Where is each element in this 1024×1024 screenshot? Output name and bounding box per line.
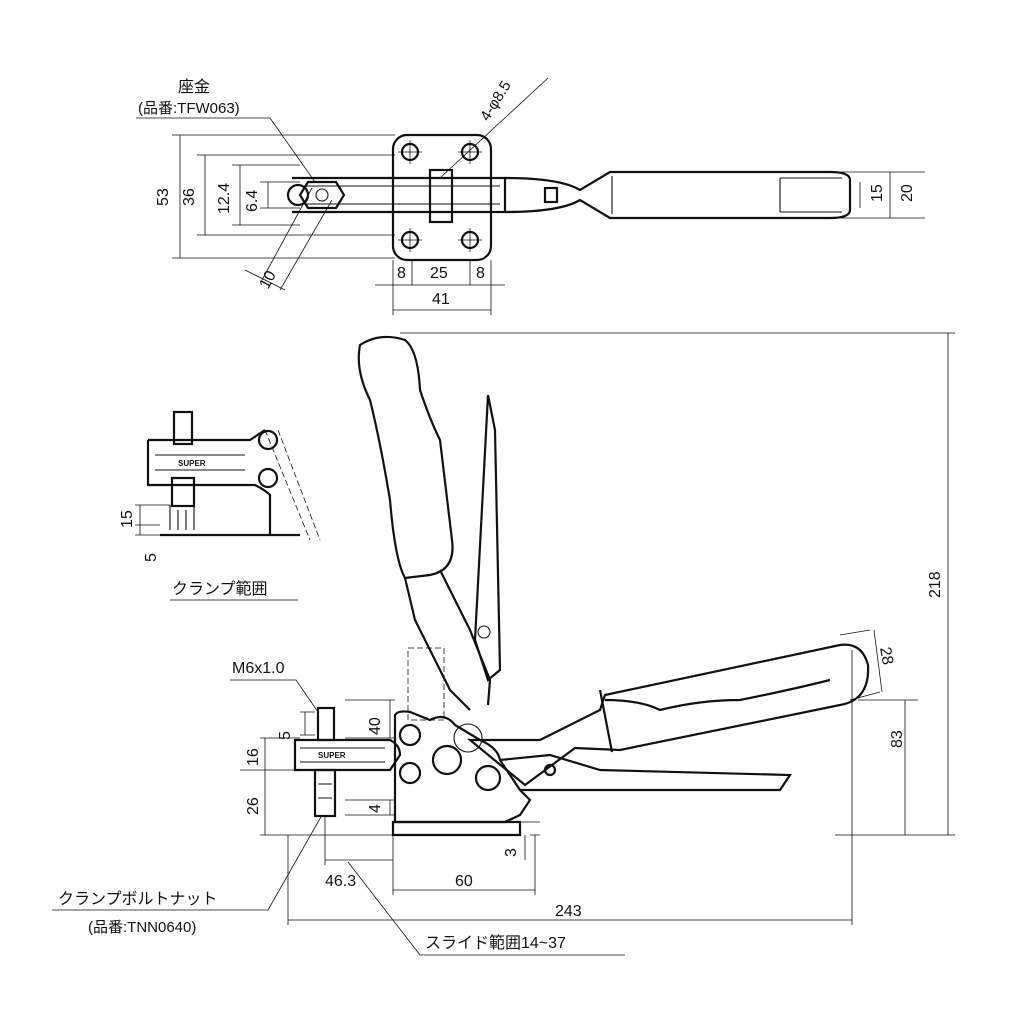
dim-12-4: 12.4 [216, 183, 233, 214]
brand-mark-side: SUPER [318, 751, 346, 760]
hole-spec-label: 4-φ8.5 [477, 78, 515, 124]
dim-10-line [244, 187, 333, 291]
dim-upper-lines [300, 699, 395, 739]
clamp-range-detail: SUPER 15 5 クランプ範囲 [119, 410, 321, 601]
dim-side-3: 3 [503, 848, 520, 857]
base-plate [391, 133, 493, 262]
clamp-range-15: 15 [119, 510, 136, 528]
dim-15: 15 [869, 184, 886, 202]
clamp-range-5: 5 [143, 553, 160, 562]
swing-arc [264, 429, 321, 541]
dim-36-line [197, 154, 395, 236]
dim-side-16: 16 [245, 748, 262, 766]
washer-part-number: (品番:TFW063) [138, 100, 240, 117]
dim-base-lines [375, 260, 505, 315]
clamp-arm-detail [146, 429, 272, 535]
dim-8-right: 8 [476, 265, 485, 282]
clamp-body [393, 710, 532, 824]
handle-details [611, 176, 842, 214]
hole-spec-leader [439, 77, 549, 179]
dim-arm-lines [240, 737, 395, 836]
dim-46-3: 46.3 [325, 873, 356, 890]
dim-right-lines [400, 332, 955, 836]
bolt-lower-side [313, 768, 337, 818]
slide-range-label: スライド範囲14~37 [425, 934, 566, 952]
bolt-lower [170, 476, 196, 508]
dim-handle-lines [830, 171, 925, 219]
dim-28: 28 [876, 646, 896, 667]
clamp-range-title: クランプ範囲 [172, 580, 268, 598]
body-hidden [407, 647, 445, 721]
brand-mark-detail: SUPER [178, 459, 206, 468]
bolt-upper-side [316, 706, 336, 742]
dim-10: 10 [257, 268, 280, 292]
washer-leader [136, 117, 316, 183]
clamp-range-dims [135, 504, 170, 536]
dim-20: 20 [899, 184, 916, 202]
pivot-1 [398, 723, 422, 747]
clamp-arm [292, 176, 507, 214]
bolt-nut-leader [52, 814, 323, 911]
dim-83: 83 [889, 730, 906, 748]
bolt-nut-label: クランプボルトナット [58, 890, 218, 908]
dim-side-4: 4 [367, 804, 384, 813]
arm-open [473, 394, 502, 682]
dim-36: 36 [181, 188, 198, 206]
arm-edges [300, 185, 500, 205]
pivot-block [428, 168, 454, 224]
bolt-nut-part-number: (品番:TNN0640) [88, 919, 196, 936]
dim-28-lines [839, 629, 883, 701]
dim-53: 53 [155, 188, 172, 206]
pivot-upper [257, 429, 279, 451]
dim-6-4-line [260, 181, 300, 209]
nut-bore [315, 188, 329, 202]
bolt-upper [172, 410, 194, 446]
hex-nut [298, 180, 346, 210]
clamp-arm-side [293, 738, 402, 772]
dim-12-4-line [232, 164, 300, 226]
pivot-3 [431, 744, 463, 776]
dim-6-4: 6.4 [244, 190, 261, 212]
hole-centerlines [398, 140, 482, 252]
pivot-lower [257, 467, 279, 489]
dim-41: 41 [432, 291, 450, 308]
pivot-5 [453, 723, 483, 753]
handle-top [504, 170, 852, 220]
top-view: 座金 (品番:TFW063) 4-φ8.5 53 36 12.4 6.4 10 … [136, 77, 925, 315]
thread-label: M6x1.0 [232, 660, 285, 677]
arm-side-edges [300, 747, 385, 763]
dim-side-40: 40 [367, 717, 384, 735]
spindle-detail [169, 505, 195, 530]
dim-25: 25 [430, 265, 448, 282]
arm-detail-edges [155, 454, 245, 471]
handle-open-link-left [403, 577, 471, 711]
thread-leader [230, 679, 319, 713]
slide-range-leader [347, 861, 625, 956]
arm-open-hole [477, 625, 491, 639]
pivot-pin [543, 186, 559, 204]
pivot-2 [398, 761, 422, 785]
dim-3-lines [520, 821, 540, 860]
handle-closed-grip [598, 678, 831, 753]
nut-details [318, 783, 332, 799]
washer-label: 座金 [178, 78, 210, 96]
base-plate-side [391, 820, 522, 837]
dim-bottom-lines [287, 650, 853, 925]
lever-pivot [543, 763, 557, 777]
dim-4-lines [345, 799, 395, 816]
dim-side-5: 5 [277, 731, 294, 740]
dim-243: 243 [555, 903, 582, 920]
dim-218: 218 [927, 571, 944, 598]
handle-open-grip [357, 335, 454, 580]
handle-closed [466, 643, 870, 787]
pivot-4 [474, 764, 502, 792]
dim-60: 60 [455, 873, 473, 890]
dim-53-line [172, 134, 395, 259]
side-view: SUPER M6x1.0 5 40 16 26 4 3 46.3 60 243 … [52, 332, 955, 956]
dim-side-26: 26 [245, 797, 262, 815]
lower-lever [499, 753, 793, 792]
dim-8-left: 8 [397, 265, 406, 282]
